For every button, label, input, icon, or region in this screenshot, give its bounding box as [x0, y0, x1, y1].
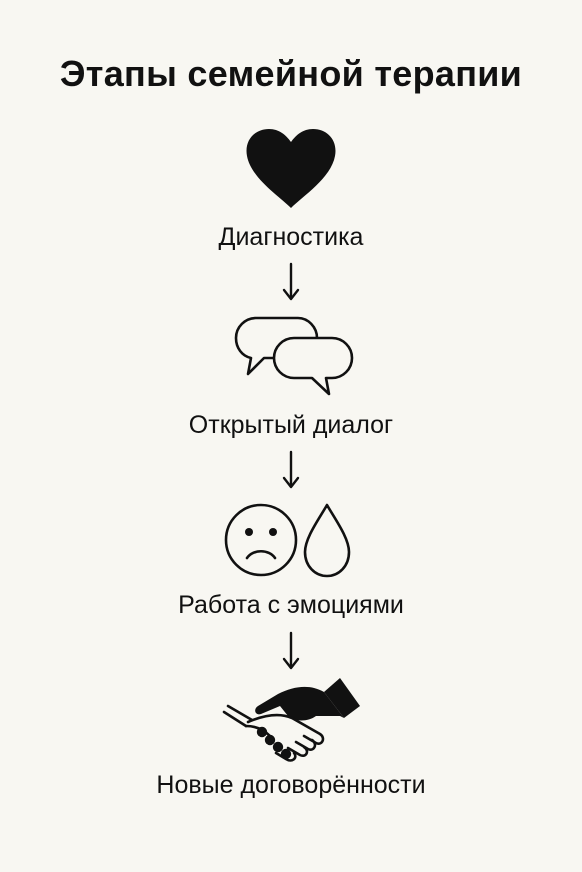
step-label-new-agreements: Новые договорённости	[156, 771, 426, 799]
heart-icon	[246, 129, 336, 208]
down-arrow-icon	[282, 262, 300, 301]
diagram-title: Этапы семейной терапии	[59, 53, 523, 94]
step-label-emotions: Работа с эмоциями	[178, 591, 404, 619]
down-arrow-icon	[282, 631, 300, 670]
speech-bubbles-icon	[234, 316, 354, 396]
down-arrow-icon	[282, 450, 300, 489]
handshake-icon	[222, 678, 360, 762]
step-label-diagnostics: Диагностика	[218, 223, 364, 251]
step-label-open-dialogue: Открытый диалог	[188, 411, 394, 439]
sad-face-and-teardrop-icon	[224, 503, 351, 578]
